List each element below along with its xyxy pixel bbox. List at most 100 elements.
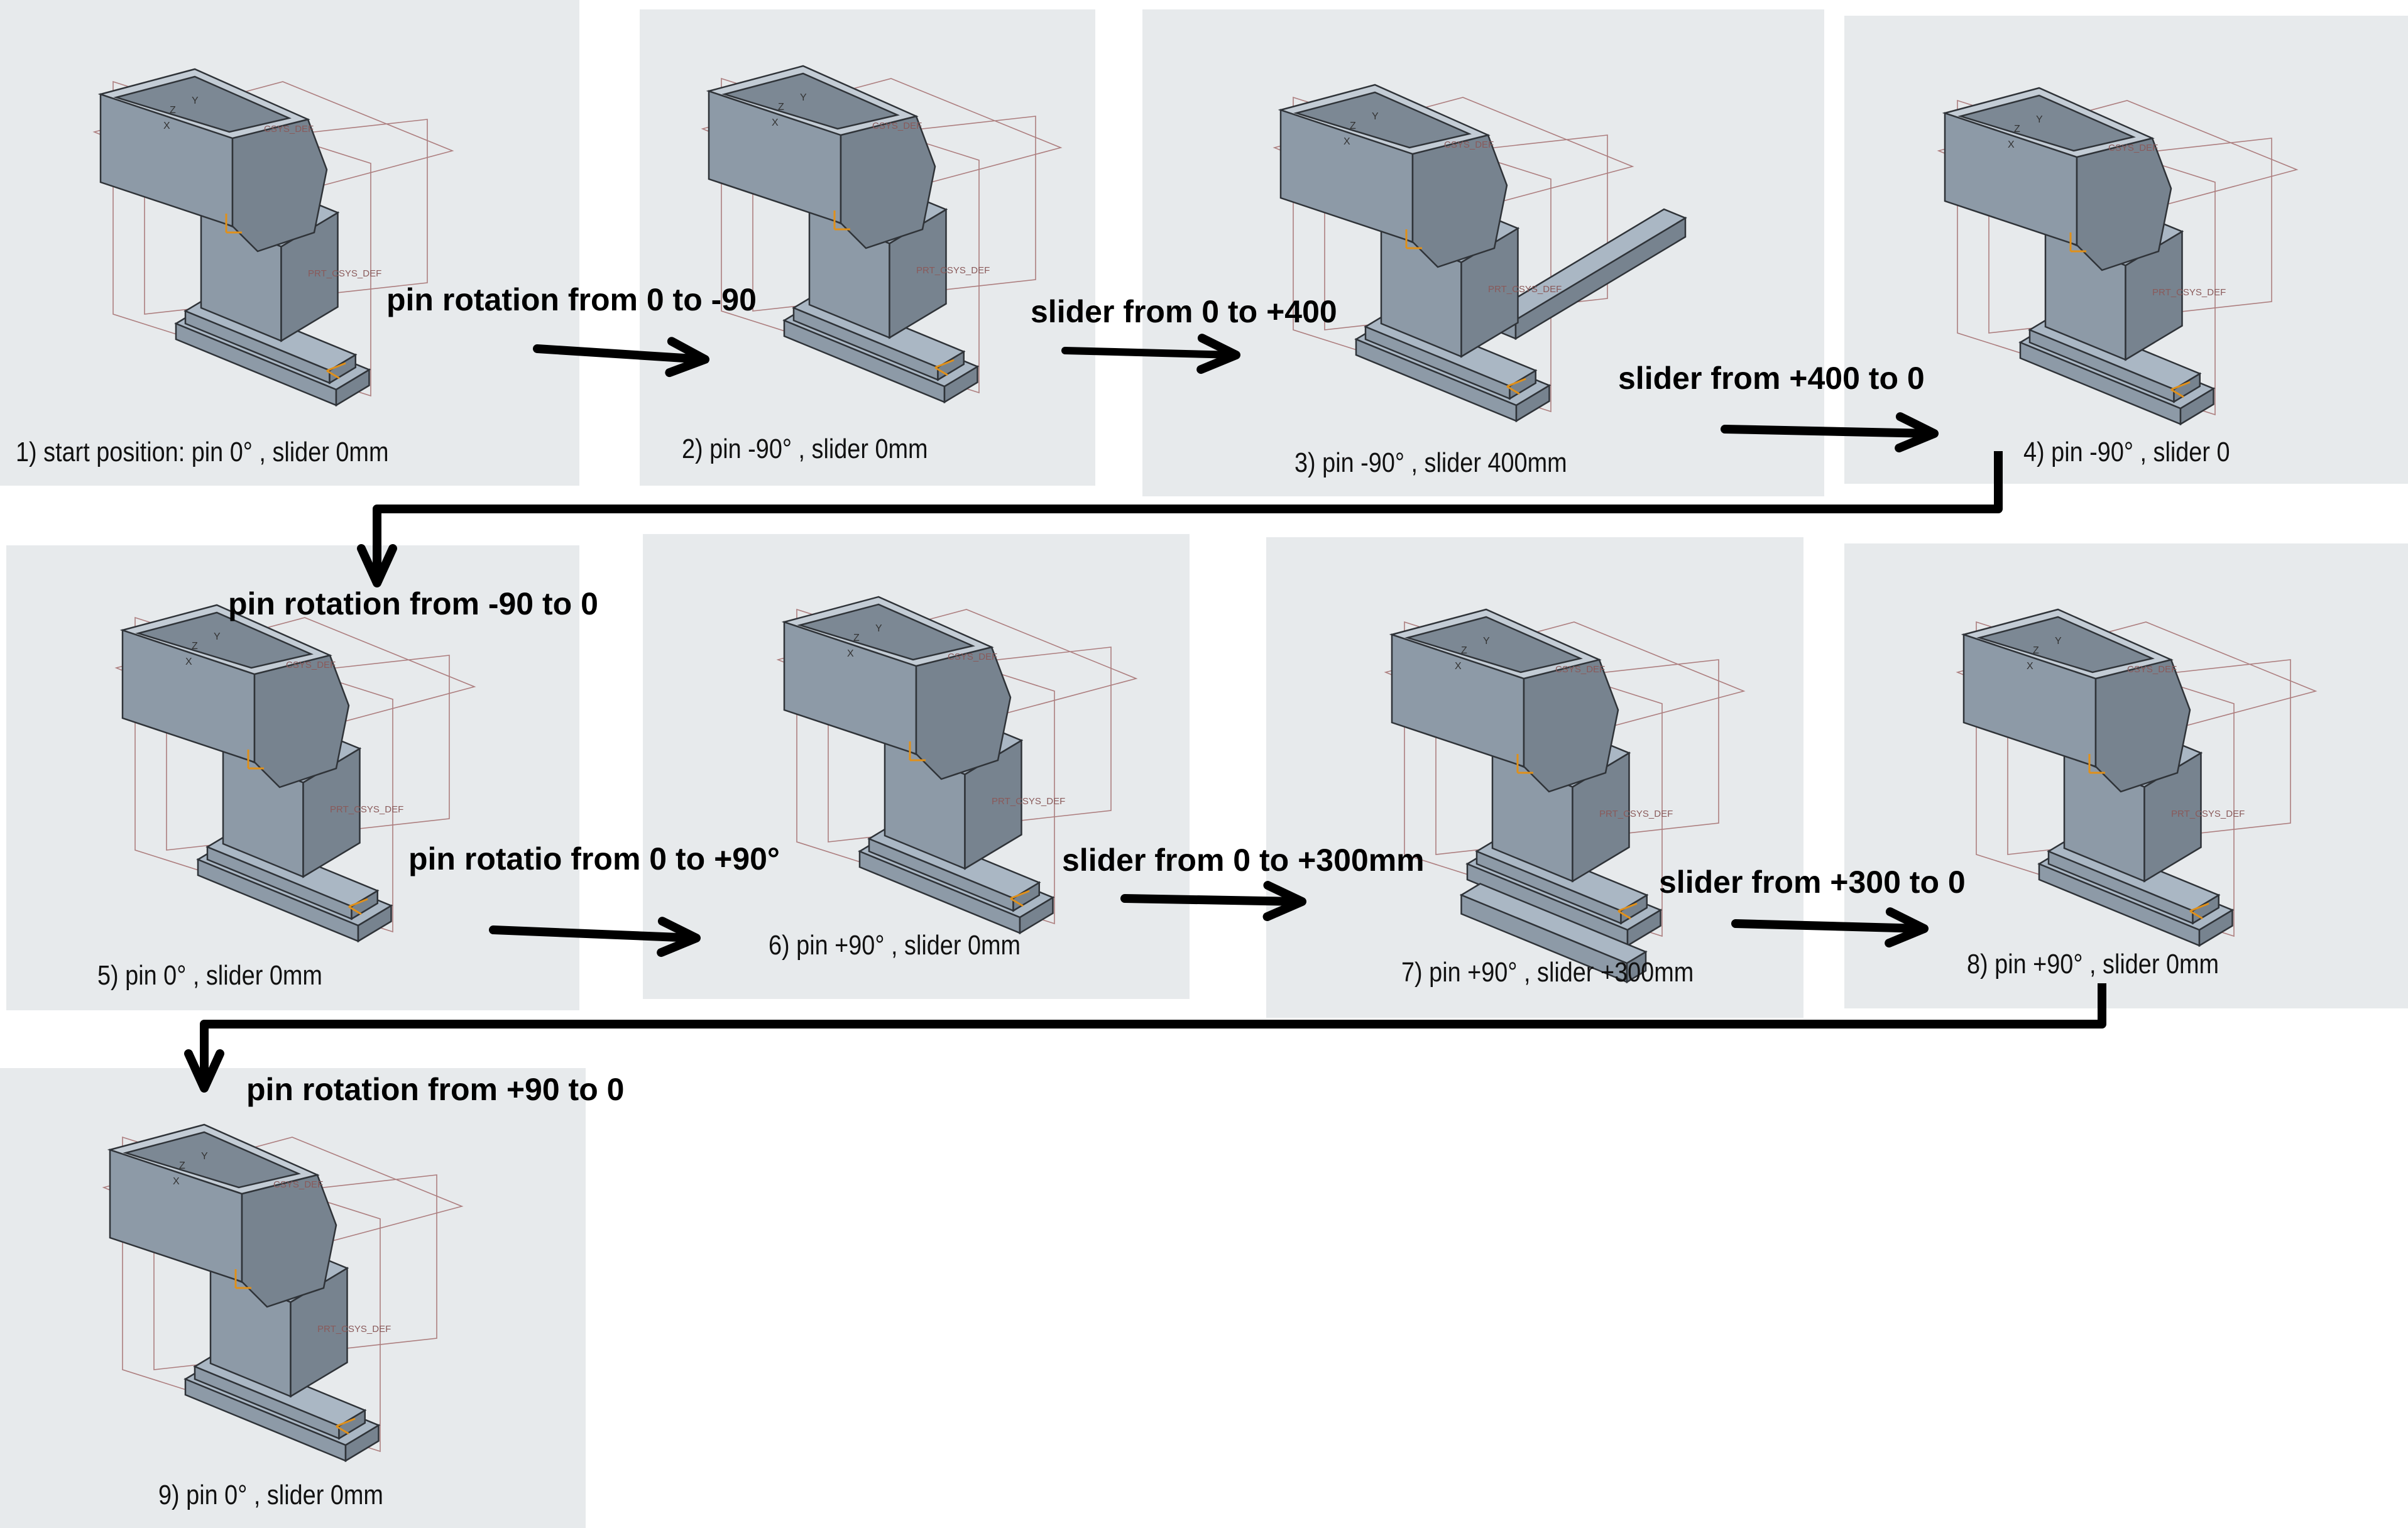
axis-x-label: X bbox=[1344, 136, 1350, 147]
arrow-8-to-9 bbox=[189, 983, 2106, 1088]
prt-csys-label: PRT_CSYS_DEF bbox=[916, 265, 990, 276]
csys-marker bbox=[833, 210, 850, 231]
hopper-inner bbox=[1293, 91, 1472, 149]
hopper-inner bbox=[1957, 94, 2136, 152]
panel-caption-6: 6) pin +90° , slider 0mm bbox=[769, 930, 1021, 961]
axis-y-label: Y bbox=[875, 623, 882, 634]
transition-label-2: slider from 0 to +400 bbox=[1031, 294, 1337, 329]
slider-csys-marker bbox=[934, 359, 955, 376]
arrow-2-to-3 bbox=[1061, 338, 1237, 371]
model-group: CSYS_DEF PRT_CSYS_DEF Z Y X bbox=[102, 1123, 464, 1463]
arrow-3-to-4 bbox=[1721, 417, 1935, 449]
panel-caption-2: 2) pin -90° , slider 0mm bbox=[682, 434, 928, 464]
csys-marker bbox=[909, 741, 926, 761]
datum-plane-side bbox=[166, 655, 450, 851]
csys-label: CSYS_DEF bbox=[273, 1179, 323, 1190]
axis-y-label: Y bbox=[2036, 114, 2043, 125]
panel-caption-3: 3) pin -90° , slider 400mm bbox=[1294, 447, 1567, 478]
transition-label-4: pin rotation from -90 to 0 bbox=[228, 586, 598, 621]
transition-label-3: slider from +400 to 0 bbox=[1618, 361, 1925, 396]
axis-y-label: Y bbox=[2055, 636, 2062, 647]
panel-caption-4: 4) pin -90° , slider 0 bbox=[2023, 437, 2230, 467]
hopper-inner bbox=[797, 603, 975, 661]
prt-csys-label: PRT_CSYS_DEF bbox=[2152, 287, 2226, 298]
panel-caption-1: 1) start position: pin 0° , slider 0mm bbox=[16, 437, 389, 467]
prt-csys-label: PRT_CSYS_DEF bbox=[1488, 284, 1562, 295]
axis-x-label: X bbox=[847, 648, 854, 659]
transition-label-8: pin rotation from +90 to 0 bbox=[246, 1072, 625, 1107]
prt-csys-label: PRT_CSYS_DEF bbox=[1599, 809, 1673, 819]
arrow-7-to-8 bbox=[1731, 912, 1925, 944]
prt-csys-label: PRT_CSYS_DEF bbox=[330, 804, 403, 815]
axis-x-label: X bbox=[173, 1176, 180, 1187]
prt-csys-label: PRT_CSYS_DEF bbox=[317, 1324, 391, 1334]
arrow-6-to-7 bbox=[1120, 885, 1302, 917]
csys-label: CSYS_DEF bbox=[2127, 664, 2177, 675]
csys-label: CSYS_DEF bbox=[286, 660, 336, 670]
axis-z-label: Z bbox=[179, 1160, 185, 1171]
axis-x-label: X bbox=[772, 117, 779, 128]
transition-label-5: pin rotatio from 0 to +90° bbox=[408, 841, 780, 876]
datum-plane-side bbox=[1324, 134, 1608, 330]
transition-label-6: slider from 0 to +300mm bbox=[1062, 843, 1425, 878]
axis-y-label: Y bbox=[201, 1151, 208, 1162]
csys-marker bbox=[1405, 229, 1422, 249]
panel-caption-9: 9) pin 0° , slider 0mm bbox=[158, 1480, 383, 1510]
slider-csys-marker bbox=[1617, 902, 1638, 920]
axis-x-label: X bbox=[163, 121, 170, 131]
csys-label: CSYS_DEF bbox=[1444, 139, 1494, 150]
axis-x-label: X bbox=[2027, 661, 2033, 672]
hopper-inner bbox=[123, 1131, 301, 1189]
slider-csys-marker bbox=[2170, 381, 2191, 398]
axis-z-label: Z bbox=[170, 105, 176, 116]
slider-csys-marker bbox=[326, 362, 346, 379]
hopper-inner bbox=[1404, 616, 1583, 674]
datum-plane-side bbox=[144, 119, 428, 315]
slider-extension-top bbox=[1459, 883, 1648, 964]
csys-label: CSYS_DEF bbox=[2108, 143, 2158, 153]
axis-z-label: Z bbox=[778, 102, 784, 112]
panel-caption-7: 7) pin +90° , slider +300mm bbox=[1401, 957, 1694, 988]
prt-csys-label: PRT_CSYS_DEF bbox=[992, 796, 1065, 807]
slider-csys-marker bbox=[2189, 902, 2209, 920]
csys-marker bbox=[247, 750, 264, 770]
datum-plane-side bbox=[1435, 659, 1719, 855]
datum-plane-side bbox=[752, 116, 1036, 312]
arrow-1-to-2 bbox=[533, 341, 706, 375]
datum-plane-side bbox=[153, 1174, 437, 1370]
csys-label: CSYS_DEF bbox=[264, 124, 314, 134]
csys-marker bbox=[2088, 754, 2105, 774]
datum-plane-side bbox=[2007, 659, 2291, 855]
slider-csys-marker bbox=[1506, 378, 1526, 395]
hopper-inner bbox=[1976, 616, 2155, 674]
datum-plane-side bbox=[1988, 138, 2272, 334]
transition-label-1: pin rotation from 0 to -90 bbox=[386, 282, 757, 317]
csys-marker bbox=[225, 214, 242, 234]
axis-y-label: Y bbox=[1372, 111, 1379, 122]
hopper-inner bbox=[135, 611, 314, 669]
axis-z-label: Z bbox=[2033, 645, 2039, 656]
axis-z-label: Z bbox=[192, 641, 198, 652]
cad-model-view-9: CSYS_DEF PRT_CSYS_DEF Z Y X bbox=[102, 1123, 464, 1463]
